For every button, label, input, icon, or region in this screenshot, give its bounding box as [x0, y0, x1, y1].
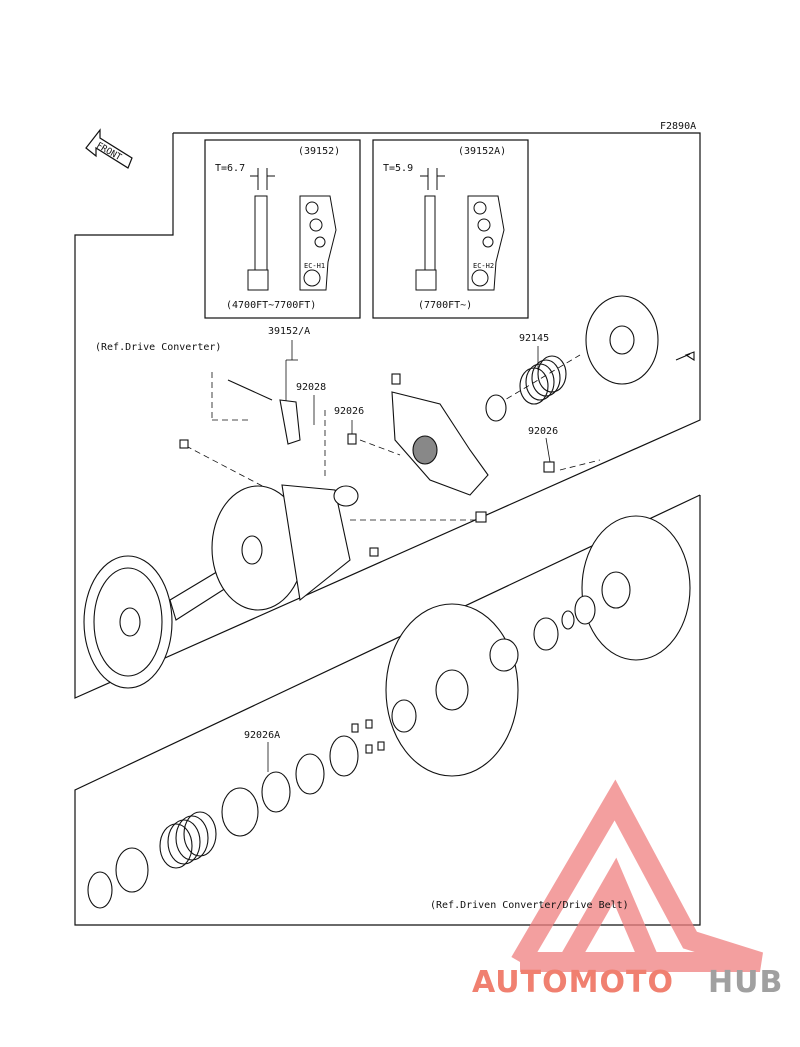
- inset-right-range: (7700FT~): [418, 300, 473, 311]
- lower-assembly: [87, 515, 691, 909]
- leader-lines: [267, 340, 551, 772]
- spring: [519, 355, 567, 405]
- callout-39152a: 39152/A: [268, 326, 311, 337]
- lower-frame: [74, 494, 701, 926]
- inset-right-marking: EC-H2: [473, 262, 495, 270]
- ref-drive-converter: (Ref.Drive Converter): [95, 342, 222, 353]
- washer: [485, 394, 507, 422]
- ref-driven-converter: (Ref.Driven Converter/Drive Belt): [430, 900, 629, 911]
- watermark-text-hub: HUB: [708, 965, 784, 1000]
- inset-left-thickness: T=6.7: [215, 163, 246, 174]
- watermark-logo-icon: [511, 779, 763, 972]
- front-arrow-icon: [85, 128, 133, 169]
- watermark-text-automoto: AUTOMOTO: [472, 965, 674, 1000]
- weight-arm: [279, 399, 301, 445]
- callout-92145: 92145: [519, 333, 550, 344]
- inset-right-part: (39152A): [458, 146, 507, 157]
- callout-92026a: 92026A: [244, 730, 281, 741]
- inset-left-marking: EC-H1: [304, 262, 326, 270]
- inset-box-left: [204, 139, 361, 319]
- lower-spring: [159, 811, 217, 869]
- assembly-lines: [185, 354, 601, 521]
- inset-box-right: [372, 139, 529, 319]
- callout-92026-right: 92026: [528, 426, 559, 437]
- inset-left-range: (4700FT~7700FT): [226, 300, 317, 311]
- callout-92028: 92028: [296, 382, 327, 393]
- figure-code: F2890A: [660, 121, 697, 132]
- upper-frame: [74, 132, 701, 699]
- driven-sheave-rear: [581, 515, 691, 661]
- callout-92026: 92026: [334, 406, 365, 417]
- upper-assembly: [83, 295, 695, 689]
- spider: [391, 391, 489, 496]
- inset-right-thickness: T=5.9: [383, 163, 414, 174]
- inset-left-part: (39152): [298, 146, 341, 157]
- inset-left-drawing: [247, 168, 337, 291]
- inset-right-drawing: [415, 168, 505, 291]
